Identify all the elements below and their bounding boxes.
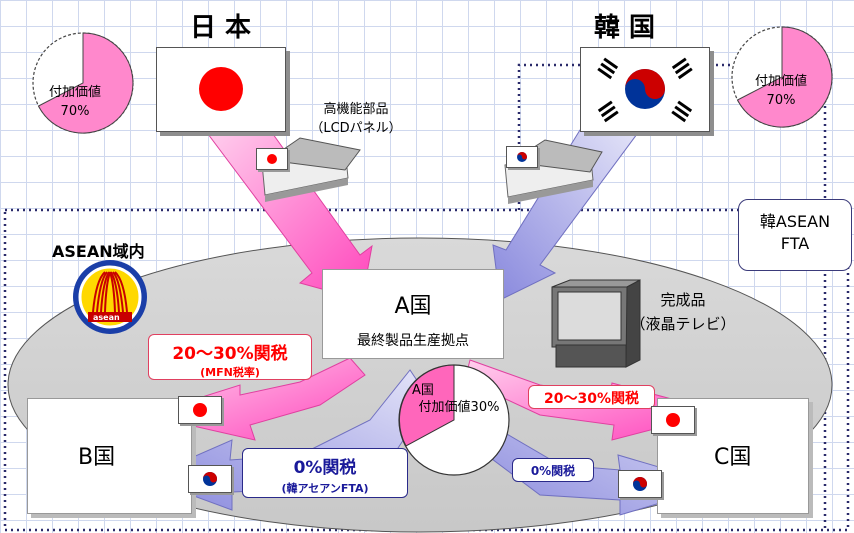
korea-flag-graphic [597, 57, 693, 123]
korea-value-pie [731, 26, 833, 128]
korea-value-text: 付加価値 [754, 74, 807, 89]
tariff-b-korea: 0%関税 (韓アセアンFTA) [242, 448, 408, 498]
japan-value-label: 付加価値 70% [42, 83, 108, 121]
korea-value-label: 付加価値 70% [738, 72, 824, 110]
korea-value-pct: 70% [766, 93, 796, 108]
korea-arrow [492, 129, 641, 301]
tariff-c-japan: 20～30%関税 [528, 385, 655, 409]
japan-flag-small-c [651, 406, 695, 434]
country-c-box: C国 [657, 398, 809, 514]
asean-logo [73, 260, 147, 334]
korea-flag-small-parts [506, 146, 538, 168]
a-value-pie [398, 364, 510, 476]
korea-asean-fta-box: 韓ASEAN FTA [738, 199, 852, 271]
japan-flag-small-parts [256, 148, 288, 170]
parts-label: 高機能部品 （LCDパネル） [300, 100, 412, 138]
a-value-line2: 付加価値30% [418, 400, 500, 415]
parts-line2: （LCDパネル） [310, 121, 402, 136]
tariff-c-japan-text: 20～30%関税 [544, 391, 639, 407]
tariff-b-japan: 20～30%関税 (MFN税率) [148, 334, 312, 380]
korea-flag-small-b-graphic [203, 472, 217, 486]
tariff-c-korea-text: 0%関税 [530, 464, 576, 478]
fta-line1: 韓ASEAN [759, 212, 831, 231]
country-b-title: B国 [78, 445, 116, 470]
country-a-box: A国 最終製品生産拠点 [322, 269, 504, 359]
parts-line1: 高機能部品 [323, 102, 389, 117]
japan-flag-small-c-graphic [666, 413, 680, 427]
product-line1: 完成品 [660, 291, 706, 309]
tariff-b-korea-sub: (韓アセアンFTA) [281, 482, 369, 495]
korea-boundary-dotted [517, 63, 827, 530]
tariff-b-korea-main: 0%関税 [293, 458, 357, 478]
tariff-b-japan-main: 20～30%関税 [172, 344, 288, 364]
a-value-line1: A国 [412, 383, 434, 398]
korea-flag-small-c [618, 470, 662, 498]
product-line2: （液晶テレビ） [630, 315, 736, 333]
korea-title: 韓 国 [594, 13, 656, 43]
product-label: 完成品 （液晶テレビ） [618, 288, 748, 336]
country-a-title: A国 [394, 294, 432, 319]
japan-title: 日 本 [190, 13, 252, 43]
japan-flag-small-parts-graphic [267, 154, 277, 164]
fta-line2: FTA [780, 234, 810, 253]
country-b-box: B国 [27, 398, 192, 514]
asean-region-label: ASEAN域内 [52, 242, 145, 261]
korea-flag [580, 47, 710, 132]
korea-flag-small-c-graphic [633, 477, 647, 491]
japan-flag-graphic [199, 67, 243, 111]
tv-illustration [551, 279, 641, 368]
tariff-c-korea: 0%関税 [512, 458, 594, 482]
country-c-title: C国 [714, 445, 752, 470]
japan-flag-small-b [178, 396, 222, 424]
tariff-b-japan-sub: (MFN税率) [200, 366, 260, 379]
country-a-subtitle: 最終製品生産拠点 [357, 333, 469, 349]
japan-flag [156, 47, 286, 132]
asean-logo-text: asean [93, 313, 120, 322]
japan-value-text: 付加価値 [48, 85, 101, 100]
japan-flag-small-b-graphic [193, 403, 207, 417]
a-value-label: A国 付加価値30% [404, 382, 514, 416]
korea-flag-small-b [188, 465, 232, 493]
korea-flag-small-parts-graphic [517, 152, 527, 162]
japan-value-pie [32, 32, 134, 134]
japan-value-pct: 70% [60, 104, 90, 119]
